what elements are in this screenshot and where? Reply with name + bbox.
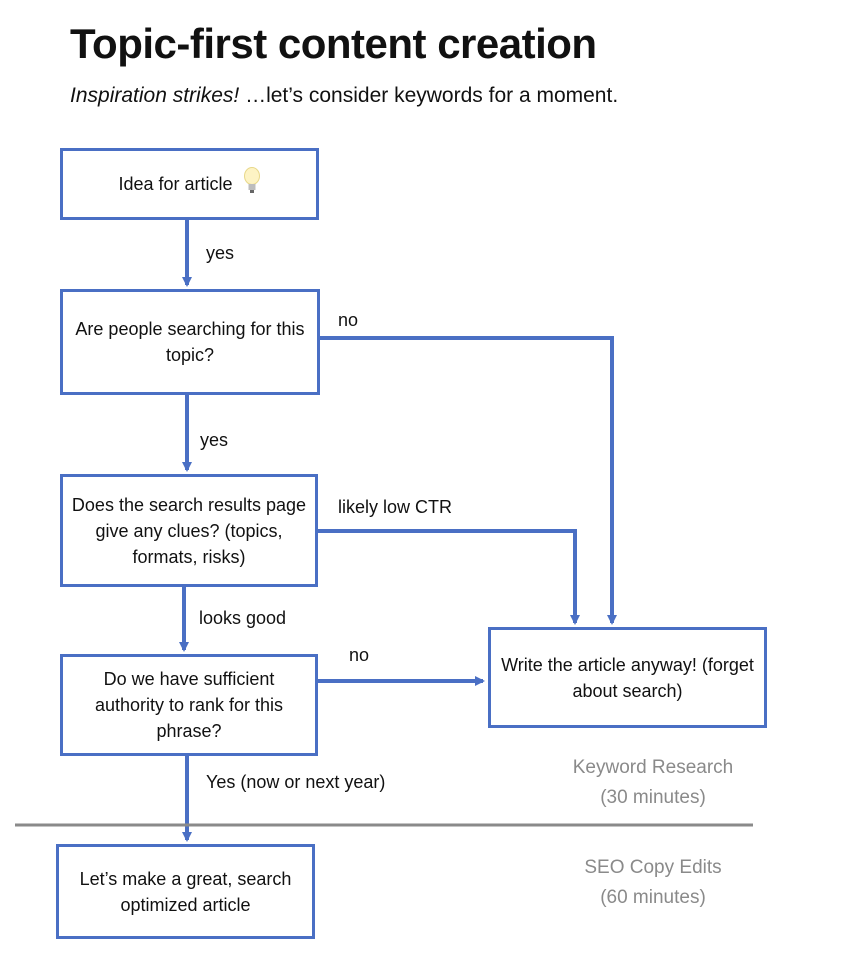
subtitle-text: …let’s consider keywords for a moment. bbox=[239, 84, 619, 107]
label-no-1: no bbox=[338, 310, 359, 330]
page-subtitle: Inspiration strikes! …let’s consider key… bbox=[70, 84, 618, 108]
lightbulb-icon bbox=[243, 166, 261, 203]
note-keyword-research: Keyword Research (30 minutes) bbox=[553, 753, 753, 813]
box-idea: Idea for article bbox=[60, 148, 319, 220]
label-looks-good: looks good bbox=[199, 608, 287, 628]
page-title: Topic-first content creation bbox=[70, 20, 597, 67]
box-idea-text: Idea for article bbox=[118, 174, 233, 194]
arrow-searching-no bbox=[319, 336, 617, 625]
note-keyword-research-title: Keyword Research bbox=[572, 757, 734, 778]
label-yes-1: yes bbox=[206, 243, 235, 263]
arrow-serp-low-ctr bbox=[318, 529, 580, 625]
note-seo-copy-edits: SEO Copy Edits (60 minutes) bbox=[553, 853, 753, 913]
note-seo-copy-edits-time: (60 minutes) bbox=[600, 887, 706, 908]
label-yes-now: Yes (now or next year) bbox=[206, 772, 386, 792]
note-keyword-research-time: (30 minutes) bbox=[600, 787, 706, 808]
box-searching: Are people searching for this topic? bbox=[60, 289, 320, 395]
note-seo-copy-edits-title: SEO Copy Edits bbox=[584, 857, 722, 878]
box-serp: Does the search results page give any cl… bbox=[60, 474, 318, 587]
box-authority: Do we have sufficient authority to rank … bbox=[60, 654, 318, 756]
label-likely-low-ctr: likely low CTR bbox=[338, 497, 453, 517]
label-yes-2: yes bbox=[200, 430, 229, 450]
subtitle-emphasis: Inspiration strikes! bbox=[70, 84, 240, 107]
box-make-article: Let’s make a great, search optimized art… bbox=[56, 844, 315, 939]
label-no-2: no bbox=[349, 645, 370, 665]
box-write-anyway: Write the article anyway! (forget about … bbox=[488, 627, 767, 728]
